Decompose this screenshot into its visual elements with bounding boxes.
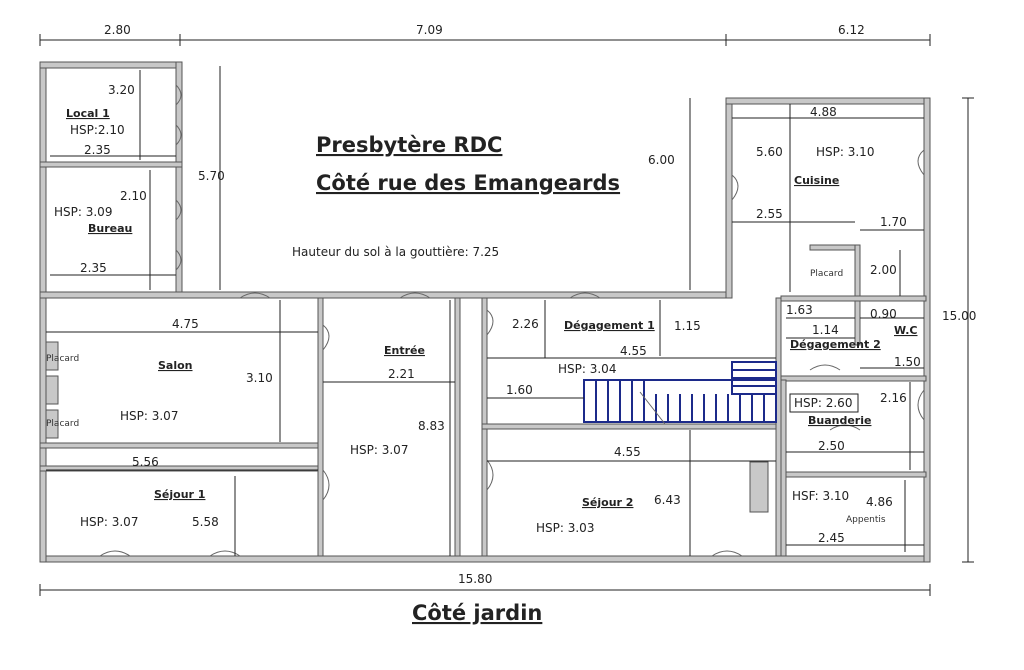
room-bureau-dim2: 2.35 — [80, 261, 107, 275]
room-appentis-dim2: 2.45 — [818, 531, 845, 545]
room-buanderie-dim2: 2.50 — [818, 439, 845, 453]
room-bureau-name: Bureau — [88, 222, 132, 235]
room-degagement2-dim1: 1.14 — [812, 323, 839, 337]
room-local1-dim1: 3.20 — [108, 83, 135, 97]
room-salon-name: Salon — [158, 359, 193, 372]
dimension-lines — [39, 34, 974, 596]
room-local1-name: Local 1 — [66, 107, 110, 120]
room-cuisine-dim3: 2.55 — [756, 207, 783, 221]
dim-overall-height: 15.00 — [942, 309, 976, 323]
room-sejour2-dim2: 6.43 — [654, 493, 681, 507]
room-degagement1-dim3: 4.55 — [620, 344, 647, 358]
room-wc-name: W.C — [894, 324, 918, 337]
room-cuisine-dim5: 2.00 — [870, 263, 897, 277]
room-degagement1-dim4: 1.60 — [506, 383, 533, 397]
room-sejour2-name: Séjour 2 — [582, 496, 633, 509]
room-wc-dim2: 1.63 — [786, 303, 813, 317]
title-line-1: Presbytère RDC — [316, 133, 502, 157]
gutter-height-note: Hauteur du sol à la gouttière: 7.25 — [292, 245, 499, 259]
placard-salon-2: Placard — [46, 419, 79, 429]
room-bureau-hsp: HSP: 3.09 — [54, 205, 112, 219]
room-buanderie-name: Buanderie — [808, 414, 871, 427]
room-appentis-dim1: 4.86 — [866, 495, 893, 509]
dim-overall-width: 15.80 — [458, 572, 492, 586]
room-entree-dim2: 8.83 — [418, 419, 445, 433]
room-appentis-name: Appentis — [846, 515, 886, 525]
room-degagement2-dim2: 1.50 — [894, 355, 921, 369]
title-bottom: Côté jardin — [412, 601, 542, 625]
room-local1-dim2: 2.35 — [84, 143, 111, 157]
room-local1-hsp: HSP:2.10 — [70, 123, 125, 137]
room-cuisine-name: Cuisine — [794, 174, 839, 187]
room-degagement2-name: Dégagement 2 — [790, 338, 881, 351]
room-salon-hsp: HSP: 3.07 — [120, 409, 178, 423]
room-degagement1-dim2: 1.15 — [674, 319, 701, 333]
room-entree-hsp: HSP: 3.07 — [350, 443, 408, 457]
room-sejour2-hsp: HSP: 3.03 — [536, 521, 594, 535]
walls — [39, 61, 931, 563]
staircase — [583, 361, 777, 425]
room-appentis-hsp: HSF: 3.10 — [792, 489, 849, 503]
room-sejour1-dim1: 5.56 — [132, 455, 159, 469]
placard-cuisine: Placard — [810, 269, 843, 279]
doors — [99, 84, 925, 557]
room-wc-dim1: 0.90 — [870, 307, 897, 321]
room-cuisine-dim6: 6.00 — [648, 153, 675, 167]
room-sejour1-dim2: 5.58 — [192, 515, 219, 529]
room-cuisine-dim1: 4.88 — [810, 105, 837, 119]
room-cuisine-dim4: 1.70 — [880, 215, 907, 229]
title-line-2: Côté rue des Emangeards — [316, 171, 620, 195]
dim-top-mid: 7.09 — [416, 23, 443, 37]
room-entree-dim1: 2.21 — [388, 367, 415, 381]
room-degagement1-dim1: 2.26 — [512, 317, 539, 331]
court-dim: 5.70 — [198, 169, 225, 183]
room-buanderie-dim1: 2.16 — [880, 391, 907, 405]
room-degagement1-hsp: HSP: 3.04 — [558, 362, 616, 376]
room-sejour1-hsp: HSP: 3.07 — [80, 515, 138, 529]
room-buanderie-hsp: HSP: 2.60 — [794, 396, 852, 410]
room-salon-dim1: 4.75 — [172, 317, 199, 331]
room-sejour1-name: Séjour 1 — [154, 488, 205, 501]
placard-salon-1: Placard — [46, 354, 79, 364]
room-sejour2-dim1: 4.55 — [614, 445, 641, 459]
room-bureau-dim1: 2.10 — [120, 189, 147, 203]
dim-top-left: 2.80 — [104, 23, 131, 37]
room-cuisine-dim2: 5.60 — [756, 145, 783, 159]
room-salon-dim2: 3.10 — [246, 371, 273, 385]
room-degagement1-name: Dégagement 1 — [564, 319, 655, 332]
room-entree-name: Entrée — [384, 344, 425, 357]
dim-top-right: 6.12 — [838, 23, 865, 37]
room-cuisine-hsp: HSP: 3.10 — [816, 145, 874, 159]
